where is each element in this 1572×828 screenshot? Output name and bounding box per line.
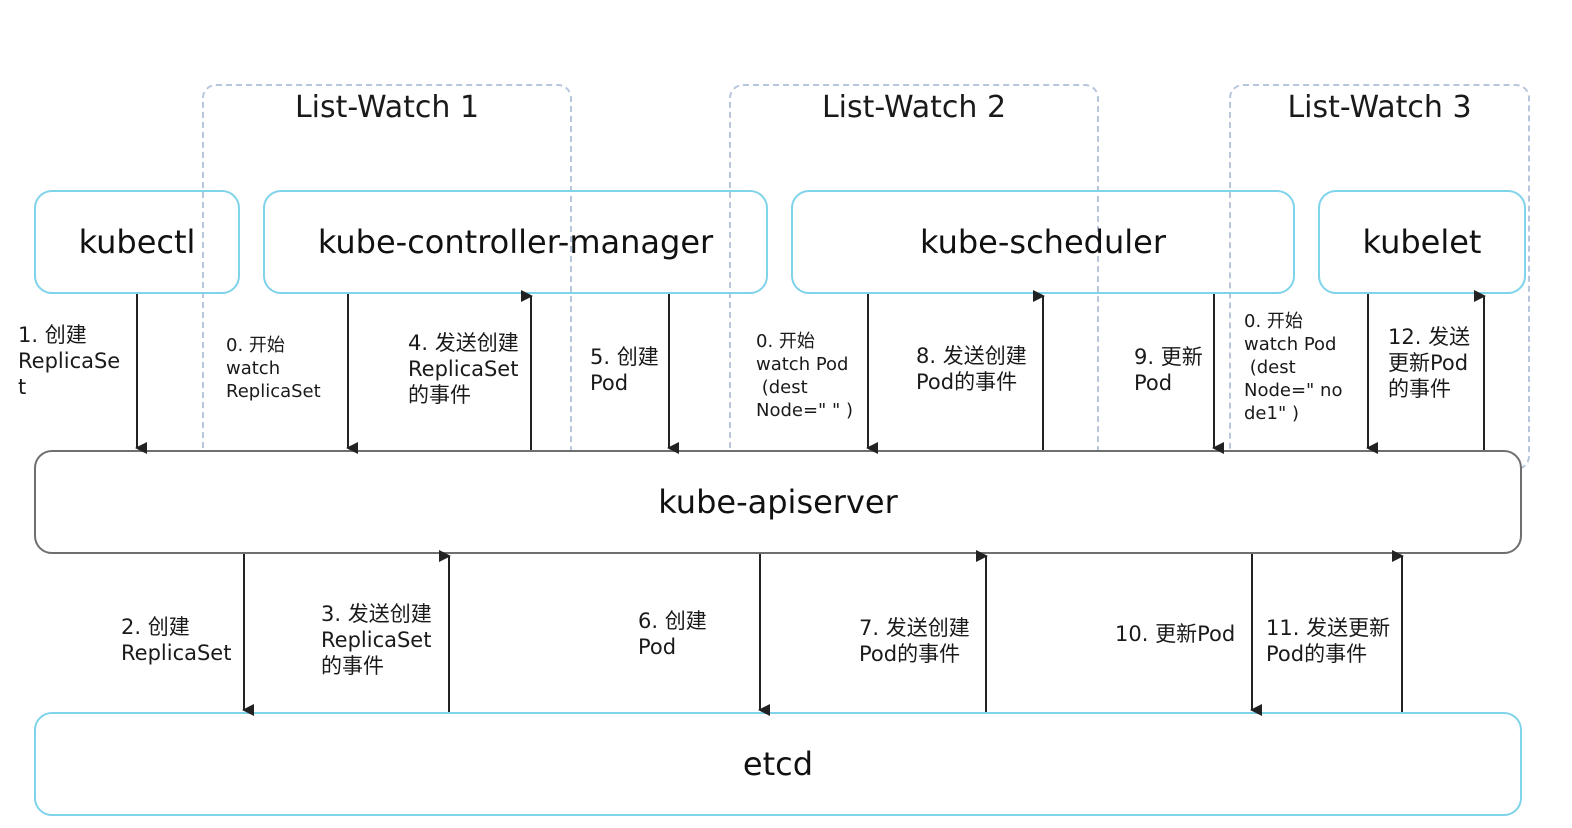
kubelet-box: kubelet xyxy=(1318,190,1526,294)
step-7-label: 7. 发送创建 Pod的事件 xyxy=(859,616,970,666)
step-12-label: 12. 发送 更新Pod 的事件 xyxy=(1388,325,1471,401)
step-2-label: 2. 创建 ReplicaSet xyxy=(121,615,232,665)
step-1-label: 1. 创建 ReplicaSe t xyxy=(18,323,121,399)
step-6-label: 6. 创建 Pod xyxy=(638,609,707,659)
step-11-label: 11. 发送更新 Pod的事件 xyxy=(1266,616,1391,666)
step-0-watch-pod-scheduler-label: 0. 开始 watch Pod (dest Node=" " ) xyxy=(756,331,854,421)
scheduler-box: kube-scheduler xyxy=(791,190,1295,294)
step-10-label: 10. 更新Pod xyxy=(1115,622,1236,646)
list-watch-2-title: List-Watch 2 xyxy=(821,90,1007,125)
step-0-watch-pod-kubelet-label: 0. 开始 watch Pod (dest Node=" no de1" ) xyxy=(1244,311,1343,424)
step-5-label: 5. 创建 Pod xyxy=(590,345,659,395)
etcd-box: etcd xyxy=(34,712,1522,816)
apiserver-box: kube-apiserver xyxy=(34,450,1522,554)
list-watch-1-title: List-Watch 1 xyxy=(294,90,480,125)
kubectl-box: kubectl xyxy=(34,190,240,294)
list-watch-3-title: List-Watch 3 xyxy=(1287,90,1472,125)
step-9-label: 9. 更新 Pod xyxy=(1134,345,1203,395)
step-4-label: 4. 发送创建 ReplicaSet 的事件 xyxy=(408,331,519,407)
step-8-label: 8. 发送创建 Pod的事件 xyxy=(916,344,1027,394)
list-watch-3-group: List-Watch 3 xyxy=(1229,84,1530,470)
controller-manager-box: kube-controller-manager xyxy=(263,190,768,294)
step-0-watch-replicaset-label: 0. 开始 watch ReplicaSet xyxy=(226,335,321,402)
step-3-label: 3. 发送创建 ReplicaSet 的事件 xyxy=(321,602,432,678)
